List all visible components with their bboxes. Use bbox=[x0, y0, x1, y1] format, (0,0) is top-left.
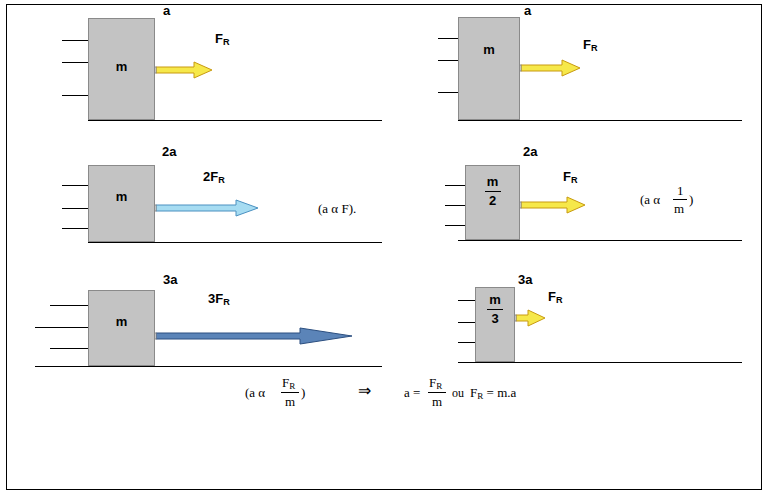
formula-part: ) bbox=[301, 386, 305, 399]
relation-text: ) bbox=[689, 193, 693, 206]
fraction-denominator: m bbox=[674, 202, 684, 215]
motion-line bbox=[438, 60, 458, 61]
motion-line bbox=[62, 40, 88, 41]
formula-part: FR = m.a bbox=[470, 386, 516, 399]
motion-line bbox=[35, 327, 88, 328]
motion-line bbox=[445, 185, 465, 186]
mass-block: m 3 bbox=[475, 287, 515, 362]
motion-line bbox=[62, 185, 88, 186]
force-label: FR bbox=[548, 290, 563, 303]
force-arrow bbox=[516, 310, 545, 326]
motion-line bbox=[50, 348, 88, 349]
fraction-bar bbox=[428, 392, 446, 393]
fraction-denominator: m bbox=[432, 395, 442, 408]
force-label: FR bbox=[563, 170, 578, 183]
formula-part: (a α bbox=[245, 386, 265, 399]
ground-line bbox=[458, 120, 742, 121]
relation-text: (a α F). bbox=[318, 202, 356, 215]
force-label: FR bbox=[215, 32, 230, 45]
force-arrow bbox=[521, 60, 580, 76]
implies-symbol: ⇒ bbox=[358, 383, 371, 399]
motion-line bbox=[458, 322, 475, 323]
motion-line bbox=[62, 95, 88, 96]
motion-line bbox=[62, 62, 88, 63]
force-label: 2FR bbox=[203, 170, 225, 183]
motion-line bbox=[62, 208, 88, 209]
mass-symbol: m bbox=[116, 187, 128, 206]
motion-line bbox=[438, 92, 458, 93]
acceleration-label: 2a bbox=[162, 145, 176, 158]
mass-symbol: m bbox=[116, 312, 128, 331]
acceleration-label: 3a bbox=[163, 273, 177, 286]
force-arrow bbox=[156, 328, 352, 344]
mass-block: m bbox=[88, 165, 155, 242]
fraction-denominator: m bbox=[285, 395, 295, 408]
acceleration-label: 2a bbox=[523, 145, 537, 158]
force-arrow bbox=[156, 62, 212, 78]
fraction-bar bbox=[487, 309, 503, 310]
motion-line bbox=[458, 342, 475, 343]
ground-lines bbox=[35, 121, 742, 367]
fraction-numerator: 1 bbox=[677, 184, 684, 197]
force-label: 3FR bbox=[208, 292, 230, 305]
mass-block: m bbox=[88, 290, 155, 366]
acceleration-label: 3a bbox=[518, 273, 532, 286]
ground-line bbox=[88, 242, 382, 243]
motion-line bbox=[458, 300, 475, 301]
fraction-numerator: FR bbox=[429, 376, 442, 389]
relation-text: (a α bbox=[640, 193, 660, 206]
force-arrow bbox=[521, 197, 585, 213]
fraction-numerator: FR bbox=[282, 376, 295, 389]
mass-symbol: m bbox=[116, 57, 128, 76]
acceleration-label: a bbox=[163, 4, 170, 17]
mass-symbol: m bbox=[483, 40, 495, 59]
formula-part: ou bbox=[452, 387, 464, 399]
formula-part: a = bbox=[404, 386, 420, 399]
ground-line bbox=[35, 366, 382, 367]
force-label: FR bbox=[583, 38, 598, 51]
ground-line bbox=[458, 362, 742, 363]
motion-line bbox=[445, 225, 465, 226]
motion-line bbox=[50, 305, 88, 306]
ground-line bbox=[458, 240, 742, 241]
force-arrows bbox=[156, 60, 585, 344]
acceleration-label: a bbox=[524, 4, 531, 17]
force-arrow bbox=[156, 200, 258, 216]
fraction-bar bbox=[673, 199, 687, 200]
fraction-bar bbox=[485, 191, 501, 192]
mass-block: m bbox=[88, 18, 155, 120]
motion-line bbox=[445, 205, 465, 206]
frame-border bbox=[7, 5, 762, 490]
motion-line bbox=[62, 228, 88, 229]
mass-block: m 2 bbox=[465, 165, 520, 240]
motion-line bbox=[438, 38, 458, 39]
mass-block: m bbox=[458, 17, 520, 120]
fraction-bar bbox=[281, 392, 299, 393]
ground-line bbox=[88, 120, 382, 121]
